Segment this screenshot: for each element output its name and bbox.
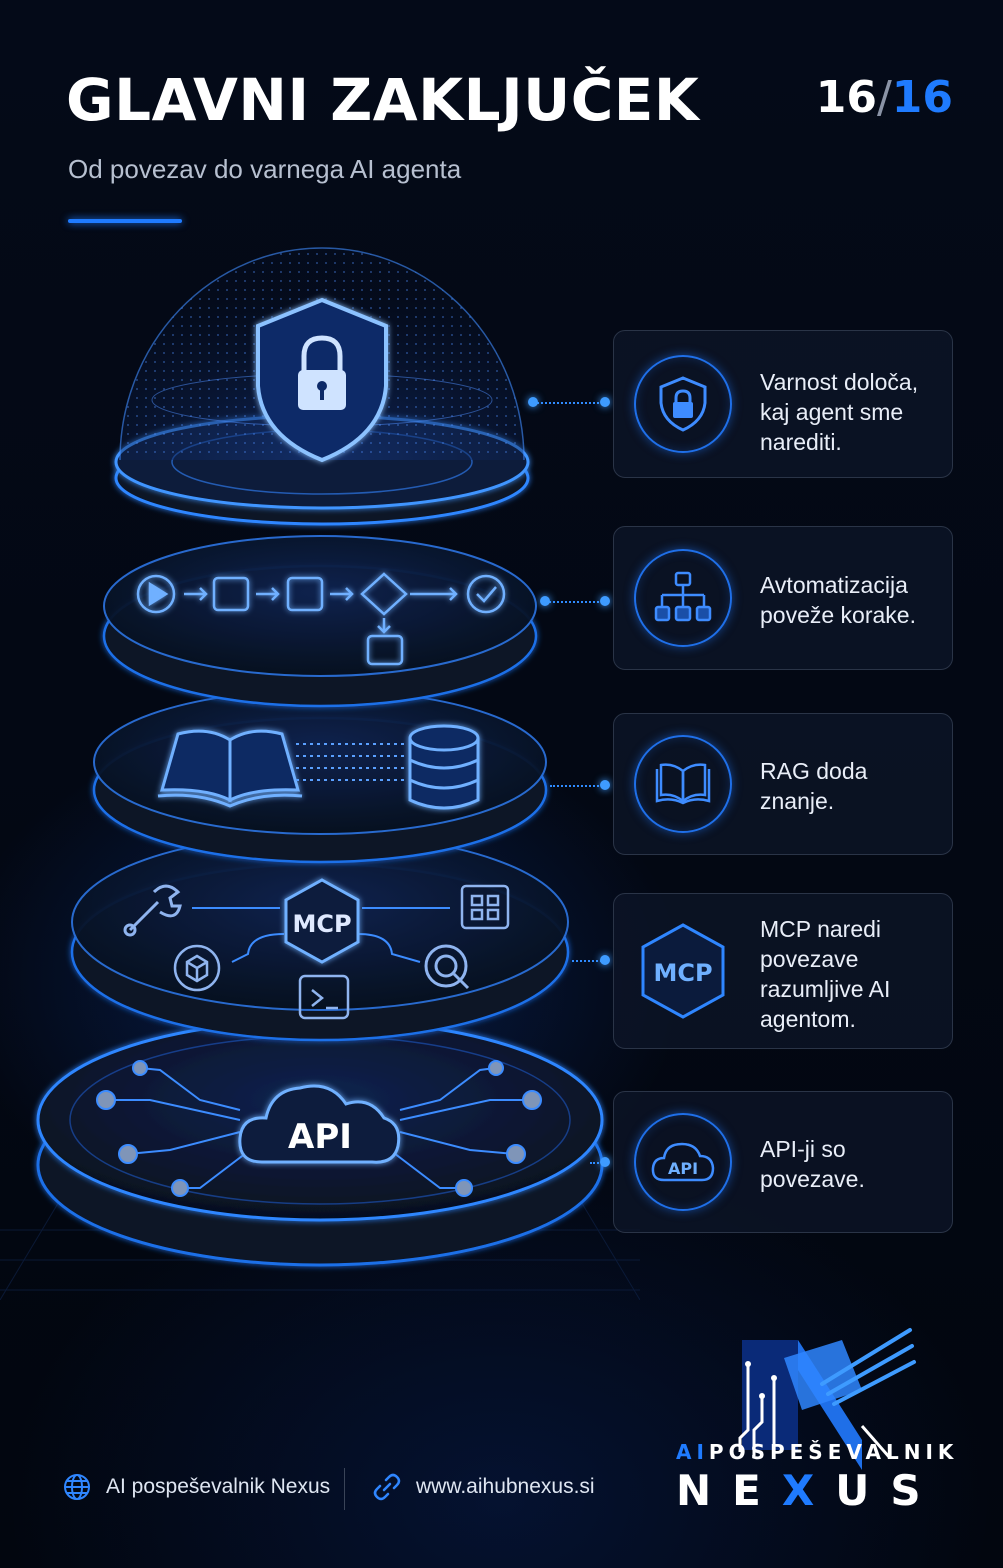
logo-x: X [781,1466,836,1515]
card-security: Varnost določa, kaj agent sme narediti. [613,330,953,478]
mcp-hexagon-icon: MCP [641,923,725,1019]
footer-brand-text: AI pospeševalnik Nexus [106,1475,331,1498]
layer-stack-illustration: API MCP [0,247,640,1300]
connector-security [534,402,606,404]
api-layer: API [36,1018,604,1267]
book-icon [655,763,711,805]
connector-api [590,1162,606,1164]
title-underline [68,219,182,223]
security-layer [114,247,530,526]
logo-part1: NE [676,1466,782,1515]
shield-lock-icon [659,376,707,432]
api-cloud-icon: API [651,1142,715,1182]
connector-dot [600,955,610,965]
connector-dot [528,397,538,407]
card-text: API-ji so povezave. [760,1136,865,1192]
card-text: Varnost določa, kaj agent sme narediti. [760,369,919,455]
card-icon-circle [634,355,732,453]
connector-dot [600,780,610,790]
book-icon [157,729,303,808]
page-total: 16 [891,72,953,123]
page-current: 16 [815,72,877,123]
logo-part2: US [835,1466,942,1515]
workflow-icon [136,572,506,666]
cube-icon [173,944,221,992]
card-api: API API-ji so povezave. [613,1091,953,1233]
footer-brand: AI pospeševalnik Nexus [62,1472,330,1502]
database-icon [408,724,480,810]
connector-automation [546,601,606,603]
link-icon [373,1473,401,1501]
logo-ai: AI [676,1440,709,1464]
card-api-label: API [668,1159,698,1178]
hierarchy-icon [654,571,712,622]
card-text: RAG doda znanje. [760,758,868,814]
grid-icon [460,884,510,930]
connector-mcp [572,960,606,962]
card-mcp-label: MCP [653,959,712,987]
page-title: GLAVNI ZAKLJUČEK [66,66,700,134]
connector-dot [600,397,610,407]
connector-rag [550,785,606,787]
automation-layer [102,535,538,708]
card-icon-circle: API [634,1113,732,1211]
card-rag: RAG doda znanje. [613,713,953,855]
api-layer-label: API [288,1117,352,1157]
nexus-logo-graphic [738,1328,916,1470]
connector-dot [540,596,550,606]
mcp-layer: MCP [70,833,570,1042]
card-icon-circle [634,549,732,647]
footer-website[interactable]: www.aihubnexus.si [372,1472,595,1502]
connector-dot [600,596,610,606]
footer-divider [344,1468,345,1510]
card-text: MCP naredi povezave razumljive AI agento… [760,916,891,1032]
logo-line1: POSPEŠEVALNIK [708,1440,959,1464]
page-subtitle: Od povezav do varnega AI agenta [68,154,462,184]
mcp-hub-icon [284,878,360,964]
shield-lock-icon [256,297,388,463]
wrench-icon [123,884,182,937]
logo-subtitle: AIPOSPEŠEVALNIK [676,1440,966,1464]
rag-layer [92,689,548,864]
globe-icon [64,1474,90,1500]
card-mcp: MCP MCP naredi povezave razumljive AI ag… [613,893,953,1049]
mcp-layer-label: MCP [292,910,351,938]
card-icon-circle [634,735,732,833]
api-cloud-icon [238,1084,401,1164]
footer-website-text[interactable]: www.aihubnexus.si [416,1475,595,1498]
card-icon-circle: MCP [634,922,732,1020]
card-text: Avtomatizacija poveže korake. [760,572,916,628]
terminal-icon [298,974,350,1020]
card-automation: Avtomatizacija poveže korake. [613,526,953,670]
page-separator: / [876,72,892,123]
connector-dot [600,1157,610,1167]
search-icon [424,944,470,990]
logo-wordmark: NEXUS [676,1466,966,1515]
page-counter: 16/16 [816,72,953,123]
